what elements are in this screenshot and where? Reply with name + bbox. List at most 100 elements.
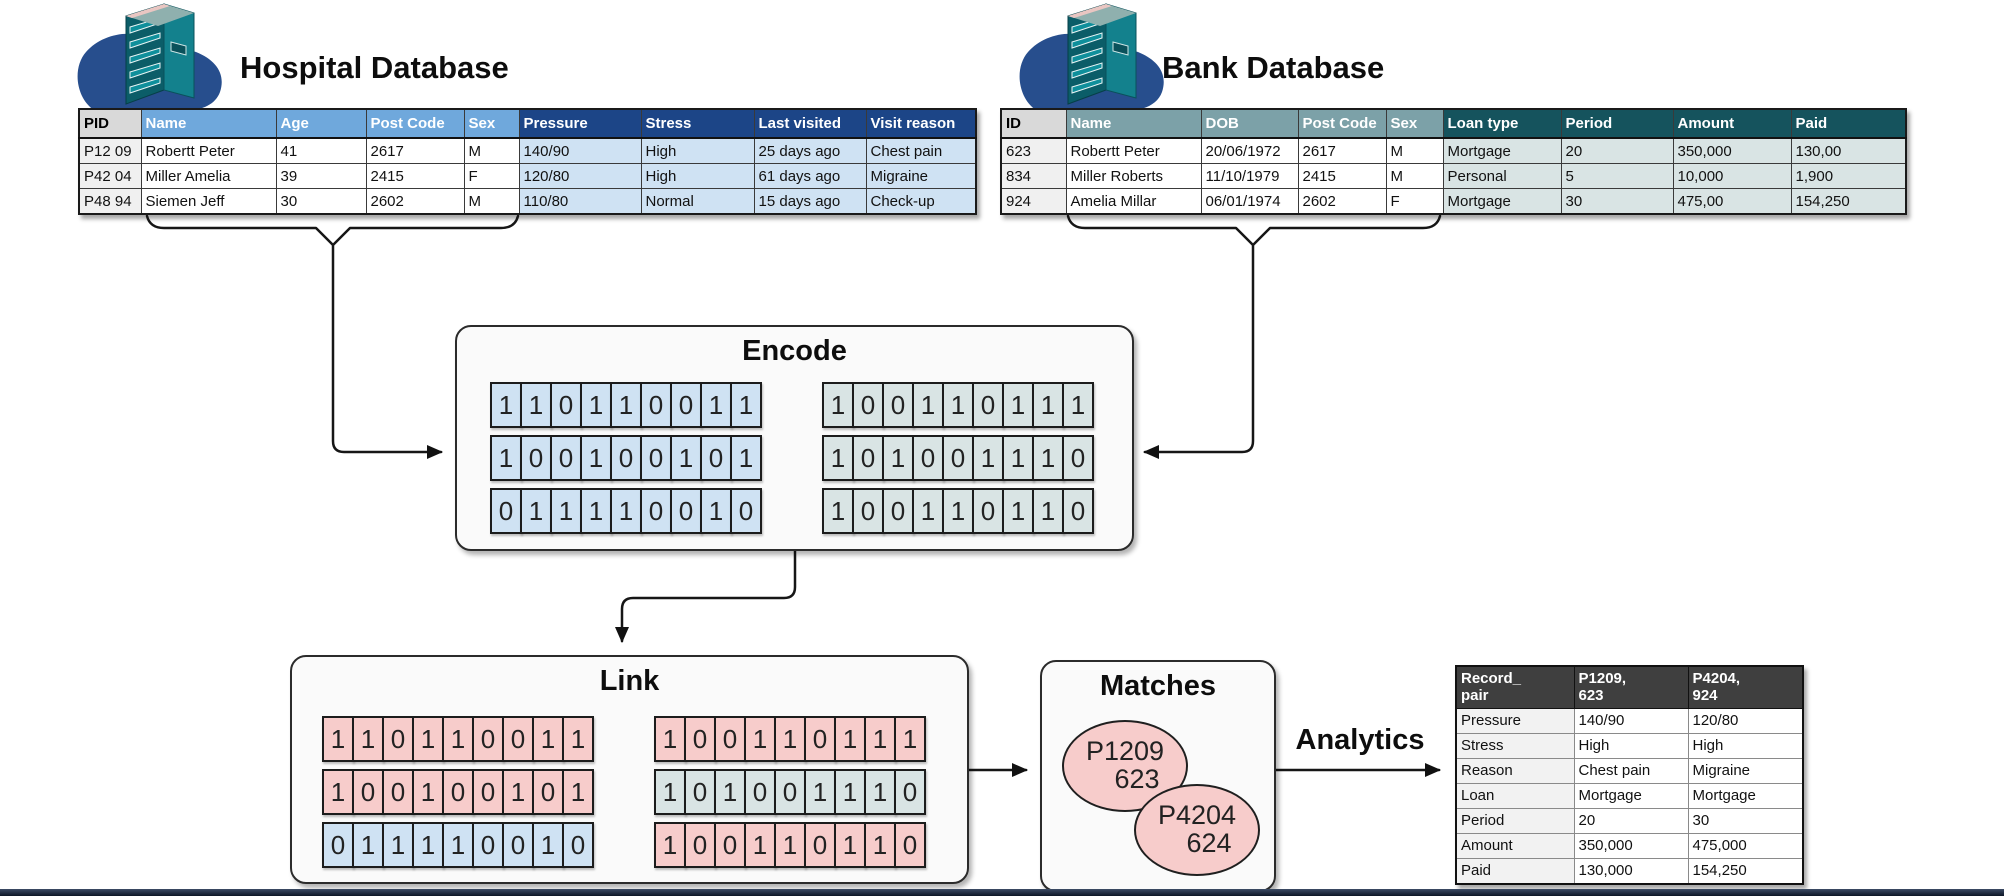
table-cell: 1,900 — [1790, 163, 1907, 189]
bottom-border-line — [0, 889, 2004, 896]
bit-cell: 1 — [520, 382, 552, 428]
bit-cell: 1 — [580, 435, 612, 481]
bank-brace — [1066, 214, 1442, 247]
analytics-cell: Pressure — [1455, 707, 1575, 734]
bit-cell: 0 — [972, 382, 1004, 428]
bit-cell: 1 — [864, 716, 896, 762]
table-cell: 834 — [1000, 163, 1067, 189]
analytics-cell: Amount — [1455, 832, 1575, 859]
table-cell: 30 — [275, 188, 367, 215]
bit-cell: 0 — [472, 716, 504, 762]
bit-cell: 1 — [550, 488, 582, 534]
analytics-cell: Period — [1455, 807, 1575, 834]
bit-cell: 0 — [472, 822, 504, 868]
bit-cell: 0 — [894, 769, 926, 815]
bit-cell: 1 — [864, 822, 896, 868]
table-cell: 623 — [1000, 137, 1067, 164]
bit-cell: 1 — [864, 769, 896, 815]
bit-cell: 1 — [352, 822, 384, 868]
bit-cell: 0 — [804, 716, 836, 762]
table-cell: 2602 — [365, 188, 465, 215]
table-cell: 475,00 — [1672, 188, 1792, 215]
bit-cell: 1 — [490, 435, 522, 481]
hospital-database-title: Hospital Database — [240, 50, 509, 85]
table-cell: 2617 — [365, 137, 465, 164]
table-cell: Migraine — [865, 163, 977, 189]
match-pair-1-id-a: P1209 — [1085, 736, 1165, 767]
bit-cell: 1 — [412, 716, 444, 762]
match-pair-oval-2: P4204 624 — [1134, 784, 1260, 876]
match-pair-1-id-b: 623 — [1114, 764, 1160, 794]
analytics-cell: 140/90 — [1573, 707, 1689, 734]
column-header: Pressure — [518, 108, 642, 139]
bit-cell: 0 — [744, 769, 776, 815]
bit-cell: 0 — [730, 488, 762, 534]
table-cell: Normal — [640, 188, 755, 215]
bit-cell: 1 — [1002, 382, 1034, 428]
bit-cell: 1 — [562, 716, 594, 762]
bit-cell: 1 — [822, 435, 854, 481]
bit-cell: 0 — [472, 769, 504, 815]
bit-cell: 1 — [822, 382, 854, 428]
table-cell: Amelia Millar — [1065, 188, 1202, 215]
bit-cell: 0 — [382, 716, 414, 762]
bit-cell: 1 — [1032, 435, 1064, 481]
hospital-server-icon — [77, 3, 222, 111]
table-cell: 924 — [1000, 188, 1067, 215]
bit-cell: 1 — [730, 435, 762, 481]
bit-cell: 1 — [882, 435, 914, 481]
analytics-cell: Mortgage — [1687, 782, 1804, 809]
bit-cell: 0 — [852, 435, 884, 481]
table-cell: Robertt Peter — [1065, 137, 1202, 164]
table-cell: F — [463, 163, 520, 189]
bit-cell: 0 — [700, 435, 732, 481]
table-cell: Mortgage — [1442, 188, 1562, 215]
bit-cell: 1 — [520, 488, 552, 534]
analytics-cell: Loan — [1455, 782, 1575, 809]
bit-cell: 1 — [1032, 382, 1064, 428]
table-cell: Miller Roberts — [1065, 163, 1202, 189]
bit-cell: 0 — [684, 822, 716, 868]
table-cell: 10,000 — [1672, 163, 1792, 189]
table-cell: 2602 — [1297, 188, 1387, 215]
analytics-cell: 350,000 — [1573, 832, 1689, 859]
bit-cell: 0 — [670, 488, 702, 534]
bit-cell: 1 — [774, 716, 806, 762]
table-cell: 39 — [275, 163, 367, 189]
table-cell: M — [463, 137, 520, 164]
table-cell: 25 days ago — [753, 137, 867, 164]
table-cell: 61 days ago — [753, 163, 867, 189]
bit-cell: 1 — [700, 488, 732, 534]
column-header: Post Code — [1297, 108, 1387, 139]
table-cell: 2415 — [1297, 163, 1387, 189]
table-cell: 350,000 — [1672, 137, 1792, 164]
table-cell: 120/80 — [518, 163, 642, 189]
bit-cell: 1 — [942, 382, 974, 428]
column-header: Sex — [1385, 108, 1444, 139]
bit-cell: 1 — [1062, 382, 1094, 428]
encode-title: Encode — [742, 335, 847, 367]
bit-cell: 0 — [352, 769, 384, 815]
table-cell: Chest pain — [865, 137, 977, 164]
bit-cell: 0 — [774, 769, 806, 815]
table-cell: M — [463, 188, 520, 215]
bit-cell: 0 — [520, 435, 552, 481]
encode-to-link-arrow — [615, 546, 797, 643]
bit-cell: 1 — [352, 716, 384, 762]
analytics-cell: 154,250 — [1687, 857, 1804, 884]
bit-cell: 0 — [640, 382, 672, 428]
table-cell: 20 — [1560, 137, 1674, 164]
